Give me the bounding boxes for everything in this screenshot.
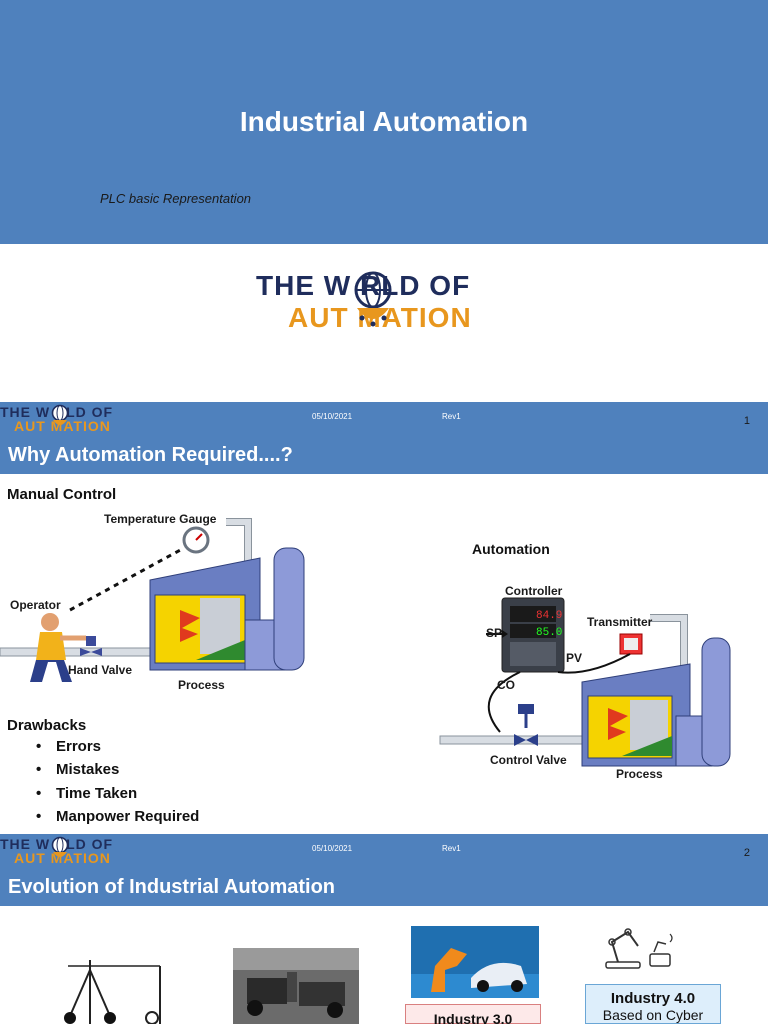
list-item: Errors xyxy=(36,738,199,761)
logo-line-2: AUT MATION xyxy=(14,850,111,866)
header-logo: THE W RLD OF AUT MATION xyxy=(0,836,130,866)
slide-2-header-bar: THE W RLD OF AUT MATION 05/10/2021 Rev1 … xyxy=(0,834,768,870)
drawbacks-list: Errors Mistakes Time Taken Manpower Requ… xyxy=(36,738,199,831)
sp-label: SP xyxy=(486,626,503,640)
logo-line-2: AUT MATION xyxy=(14,418,111,434)
list-item: Manpower Required xyxy=(36,808,199,831)
process-label: Process xyxy=(178,678,225,692)
industrial-robot-photo xyxy=(411,926,539,998)
operator-label: Operator xyxy=(10,598,61,612)
steam-governor-illustration xyxy=(64,960,161,1024)
industry-3-label: Industry 3.0 xyxy=(405,1004,541,1024)
slide-1-header-bar: THE W RLD OF AUT MATION 05/10/2021 Rev1 … xyxy=(0,402,768,438)
automation-process-label: Process xyxy=(616,767,663,781)
presentation-subtitle: PLC basic Representation xyxy=(100,191,252,206)
slide-revision: Rev1 xyxy=(442,844,461,853)
title-slide-band: Industrial Automation PLC basic Represen… xyxy=(0,0,768,244)
industry-4-box: Industry 4.0 Based on Cyber xyxy=(585,984,721,1024)
temperature-gauge-label: Temperature Gauge xyxy=(104,512,217,526)
manual-control-diagram xyxy=(0,518,305,682)
assembly-line-photo xyxy=(233,948,359,1024)
slide-title: Why Automation Required....? xyxy=(8,444,293,466)
slide-date: 05/10/2021 xyxy=(312,844,353,853)
automation-heading: Automation xyxy=(472,541,550,557)
controller-display-pv: 84.9 xyxy=(536,610,562,622)
presentation-title: Industrial Automation xyxy=(239,106,529,137)
transmitter-label: Transmitter xyxy=(587,615,653,629)
pv-label: PV xyxy=(566,651,583,665)
world-of-automation-logo: THE W RLD OF AUT MATION xyxy=(250,270,550,340)
control-valve-label: Control Valve xyxy=(490,753,567,767)
controller-display-sp: 85.0 xyxy=(536,627,562,639)
slide-revision: Rev1 xyxy=(442,412,461,421)
globe-icon xyxy=(51,836,69,857)
globe-icon xyxy=(51,404,69,425)
hand-valve-label: Hand Valve xyxy=(68,663,133,677)
slide-2-title-bar: Evolution of Industrial Automation xyxy=(0,870,768,906)
header-logo: THE W RLD OF AUT MATION xyxy=(0,404,130,434)
slide-date: 05/10/2021 xyxy=(312,412,353,421)
co-label: CO xyxy=(497,678,515,692)
list-item: Time Taken xyxy=(36,785,199,808)
drawbacks-heading: Drawbacks xyxy=(7,717,87,734)
robot-arm-icon xyxy=(605,928,673,969)
page-number: 2 xyxy=(743,847,750,859)
controller-label: Controller xyxy=(505,584,563,598)
page-number: 1 xyxy=(743,415,750,427)
slide-title: Evolution of Industrial Automation xyxy=(8,876,336,898)
industry-4-subtitle: Based on Cyber xyxy=(602,1007,704,1023)
list-item: Mistakes xyxy=(36,761,199,784)
industry-4-label: Industry 4.0 xyxy=(610,990,696,1007)
globe-icon xyxy=(354,271,392,327)
manual-control-heading: Manual Control xyxy=(7,486,117,503)
automation-diagram: 84.9 85.0 xyxy=(439,597,731,767)
slide-1-title-bar: Why Automation Required....? xyxy=(0,438,768,474)
